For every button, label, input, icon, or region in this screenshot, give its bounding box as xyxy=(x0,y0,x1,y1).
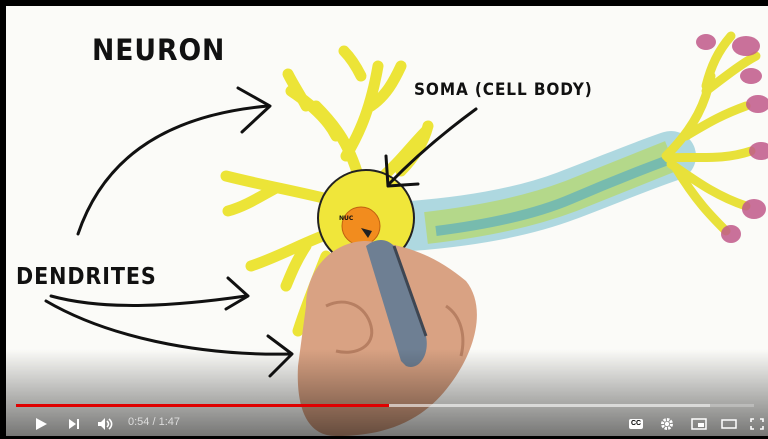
settings-button[interactable] xyxy=(656,413,678,435)
neuron-drawing xyxy=(6,6,768,436)
cc-icon: CC xyxy=(629,419,643,429)
video-label-nucleus: NUC xyxy=(339,215,353,222)
volume-icon xyxy=(97,417,115,431)
next-icon xyxy=(68,418,80,430)
miniplayer-button[interactable] xyxy=(688,413,710,435)
player-controls: 0:54 / 1:47 CC xyxy=(0,410,768,439)
fullscreen-button[interactable] xyxy=(748,413,766,435)
play-icon xyxy=(34,417,48,431)
theater-icon xyxy=(721,418,737,430)
theater-mode-button[interactable] xyxy=(718,413,740,435)
video-label-dendrites: DENDRITES xyxy=(16,264,157,290)
progress-played xyxy=(16,404,389,407)
progress-bar[interactable] xyxy=(16,404,754,407)
video-title-neuron: NEURON xyxy=(92,33,225,67)
fullscreen-icon xyxy=(750,418,764,430)
settings-icon xyxy=(660,417,674,431)
volume-button[interactable] xyxy=(95,413,117,435)
video-label-soma: SOMA (CELL BODY) xyxy=(414,80,593,100)
miniplayer-icon xyxy=(691,418,707,430)
captions-button[interactable]: CC xyxy=(626,413,646,435)
time-display: 0:54 / 1:47 xyxy=(128,416,180,428)
play-button[interactable] xyxy=(30,413,52,435)
video-frame[interactable]: NEURON SOMA (CELL BODY) DENDRITES NUC xyxy=(6,6,768,436)
next-button[interactable] xyxy=(64,413,84,435)
